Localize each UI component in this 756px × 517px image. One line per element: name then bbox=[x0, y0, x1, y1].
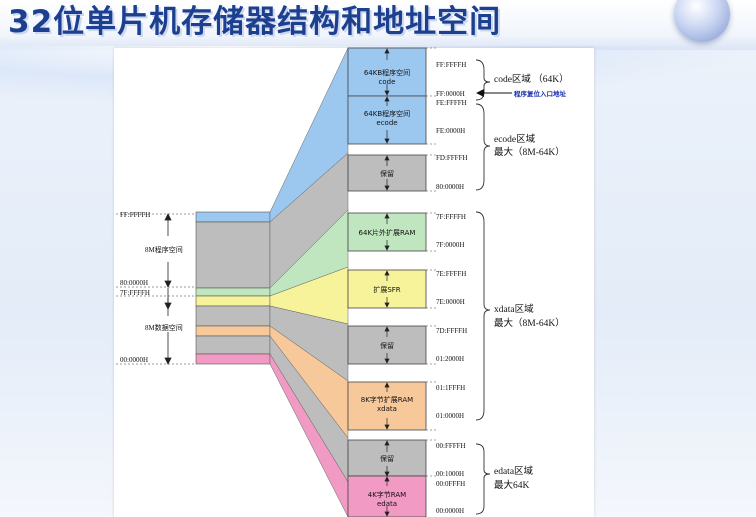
region-xdata-size: 最大（8M-64K） bbox=[494, 317, 565, 329]
left-addr-ff: FF:FFFFH bbox=[120, 211, 150, 219]
region-edata-label: edata区域 bbox=[494, 465, 534, 477]
left-memory-stack bbox=[195, 211, 271, 365]
addr-label: 7F:0000H bbox=[436, 241, 464, 249]
reset-entry-arrow bbox=[476, 89, 512, 97]
left-seg-gray-3 bbox=[195, 335, 271, 355]
addr-label: 7E:FFFFH bbox=[436, 270, 466, 278]
bracket-xdata bbox=[475, 211, 491, 421]
region-edata-size: 最大64K bbox=[494, 479, 530, 491]
reset-entry-label: 程序复位入口地址 bbox=[513, 89, 567, 98]
block-ext-sfr-label: 扩展SFR bbox=[373, 285, 400, 294]
block-code-label: 64KB程序空间 bbox=[364, 68, 410, 77]
region-ecode-size: 最大（8M-64K） bbox=[494, 146, 565, 158]
left-seg-code bbox=[195, 211, 271, 223]
block-xdata-sub: xdata bbox=[377, 405, 397, 413]
block-xdata-label: 8K字节扩展RAM bbox=[361, 395, 413, 404]
addr-label: FD:FFFFH bbox=[436, 154, 468, 162]
addr-label: FF:FFFFH bbox=[436, 61, 466, 69]
block-ecode-label: 64KB程序空间 bbox=[364, 109, 410, 118]
addr-label: 01:0000H bbox=[436, 412, 464, 420]
left-seg-gray-2 bbox=[195, 305, 271, 327]
addr-label: 80:0000H bbox=[436, 183, 464, 191]
left-prog-space-label: 8M程序空间 bbox=[145, 245, 183, 254]
addr-label: 01:1FFFH bbox=[436, 384, 465, 392]
addr-label: 00:0000H bbox=[436, 507, 464, 515]
region-brackets bbox=[475, 59, 491, 515]
title-band bbox=[0, 0, 756, 50]
addr-label: 7D:FFFFH bbox=[436, 327, 467, 335]
block-edata-label: 4K字节RAM bbox=[368, 490, 406, 499]
bracket-ecode bbox=[475, 103, 491, 191]
region-xdata-label: xdata区域 bbox=[494, 303, 534, 315]
block-reserved-1-label: 保留 bbox=[380, 169, 394, 178]
addr-label: 00:0FFFH bbox=[436, 480, 465, 488]
left-data-space-label: 8M数据空间 bbox=[145, 323, 183, 332]
addr-label: 01:2000H bbox=[436, 355, 464, 363]
left-seg-orange bbox=[195, 325, 271, 337]
left-addr-7f: 7F:FFFFH bbox=[120, 289, 150, 297]
addr-label: 00:FFFFH bbox=[436, 442, 466, 450]
addr-label: FE:FFFFH bbox=[436, 99, 467, 107]
block-ext-ram-label: 64K片外扩展RAM bbox=[359, 228, 416, 237]
region-code-label: code区域 （64K） bbox=[494, 73, 569, 85]
left-addr-00: 00:0000H bbox=[120, 356, 148, 364]
fan-pink bbox=[269, 353, 349, 517]
block-ecode-sub: ecode bbox=[376, 119, 397, 127]
slide-title: 32位单片机存储器结构和地址空间 bbox=[8, 4, 502, 40]
block-reserved-3-label: 保留 bbox=[380, 454, 394, 463]
addr-label: FF:0000H bbox=[436, 90, 465, 98]
block-code-sub: code bbox=[379, 78, 396, 86]
region-ecode-label: ecode区域 bbox=[494, 133, 536, 145]
left-seg-green bbox=[195, 287, 271, 297]
addr-ticks bbox=[426, 47, 436, 477]
left-seg-yellow bbox=[195, 295, 271, 307]
addr-label: 7F:FFFFH bbox=[436, 213, 466, 221]
left-seg-pink bbox=[195, 353, 271, 365]
block-edata-sub: edata bbox=[377, 500, 397, 508]
block-arrows bbox=[384, 48, 390, 517]
left-addr-80: 80:0000H bbox=[120, 279, 148, 287]
left-range-arrows bbox=[164, 213, 172, 365]
bracket-edata bbox=[475, 443, 491, 515]
left-seg-program-gray bbox=[195, 221, 271, 289]
fan-connectors bbox=[269, 47, 349, 517]
addr-label: 00:1000H bbox=[436, 470, 464, 478]
addr-label: FE:0000H bbox=[436, 127, 465, 135]
addr-label: 7E:0000H bbox=[436, 298, 465, 306]
block-reserved-2-label: 保留 bbox=[380, 341, 394, 350]
left-guides bbox=[116, 213, 196, 365]
